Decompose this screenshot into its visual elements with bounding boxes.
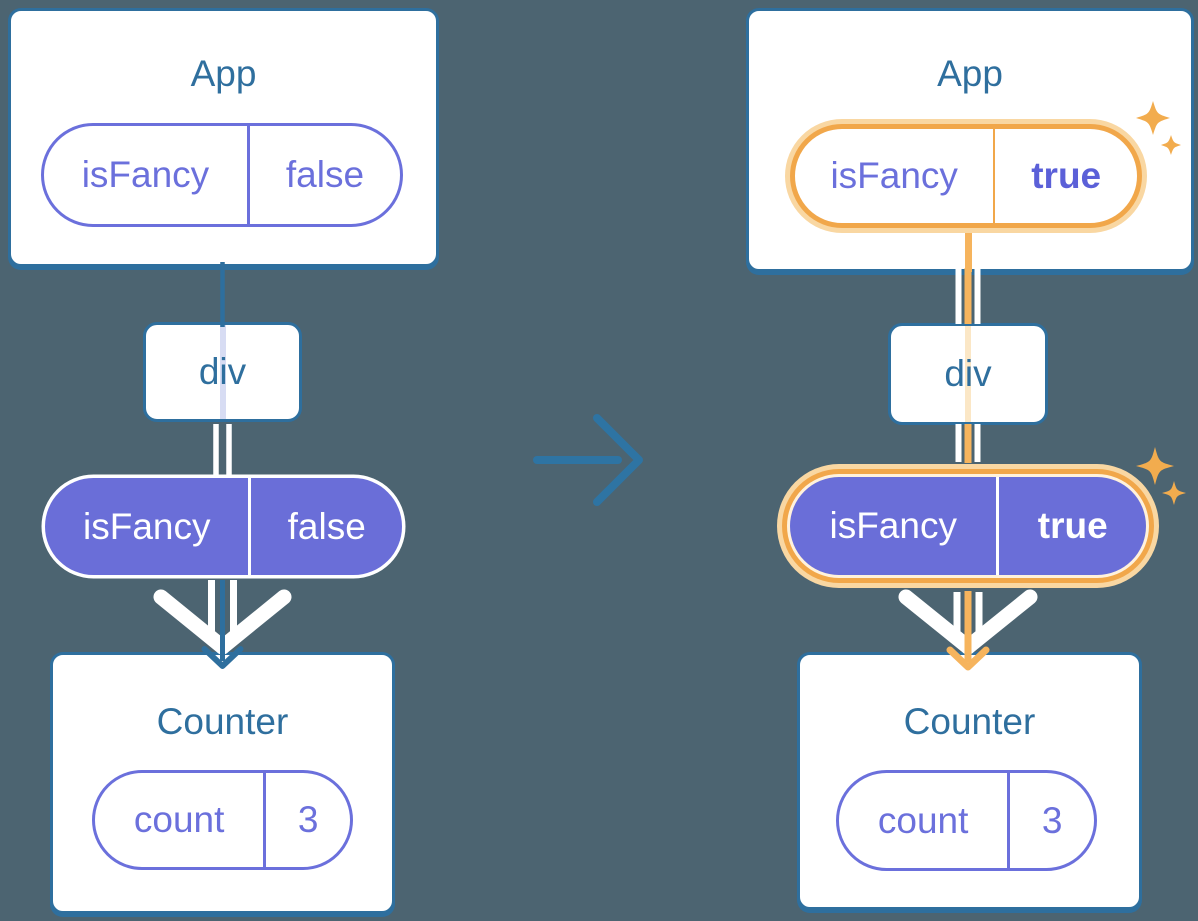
connector-double-line: [213, 424, 232, 477]
div-label: div: [198, 351, 247, 392]
counter-title: Counter: [903, 701, 1036, 742]
app-prop-pill-before: isFancy false: [41, 123, 403, 227]
counter-state-pill-after: count 3: [836, 770, 1097, 871]
prop-value: false: [285, 154, 365, 195]
div-label: div: [944, 353, 992, 394]
prop-value: false: [287, 505, 366, 547]
div-box-before: div: [143, 322, 302, 422]
app-card-before: App isFancy false: [8, 8, 439, 267]
prop-key: isFancy: [45, 478, 252, 575]
counter-card-after: Counter count 3: [797, 652, 1142, 910]
prop-key: isFancy: [795, 129, 996, 223]
prop-value: true: [1031, 155, 1102, 196]
state-value: 3: [297, 799, 319, 840]
arrow-right-icon: [533, 414, 643, 506]
app-title: App: [190, 53, 257, 94]
counter-card-before: Counter count 3: [50, 652, 395, 914]
counter-title: Counter: [156, 701, 289, 742]
prop-thread-line: [965, 326, 971, 422]
props-pill-after: isFancy true: [790, 477, 1146, 575]
prop-thread-line: [219, 325, 226, 419]
prop-flow-line: [964, 223, 972, 272]
connector-highlight-line: [955, 268, 981, 324]
app-title: App: [937, 53, 1003, 94]
app-card-after: App isFancy true: [746, 8, 1194, 272]
prop-value: true: [1037, 505, 1108, 546]
prop-key: isFancy: [44, 126, 250, 224]
state-key: count: [95, 773, 267, 867]
connector-highlight-line: [955, 424, 981, 463]
state-key: count: [839, 773, 1011, 868]
counter-state-pill-before: count 3: [92, 770, 353, 870]
state-value: 3: [1041, 799, 1063, 841]
prop-key: isFancy: [790, 477, 1000, 575]
div-box-after: div: [888, 323, 1048, 425]
app-prop-pill-after: isFancy true: [790, 124, 1142, 228]
props-pill-before: isFancy false: [45, 478, 402, 575]
